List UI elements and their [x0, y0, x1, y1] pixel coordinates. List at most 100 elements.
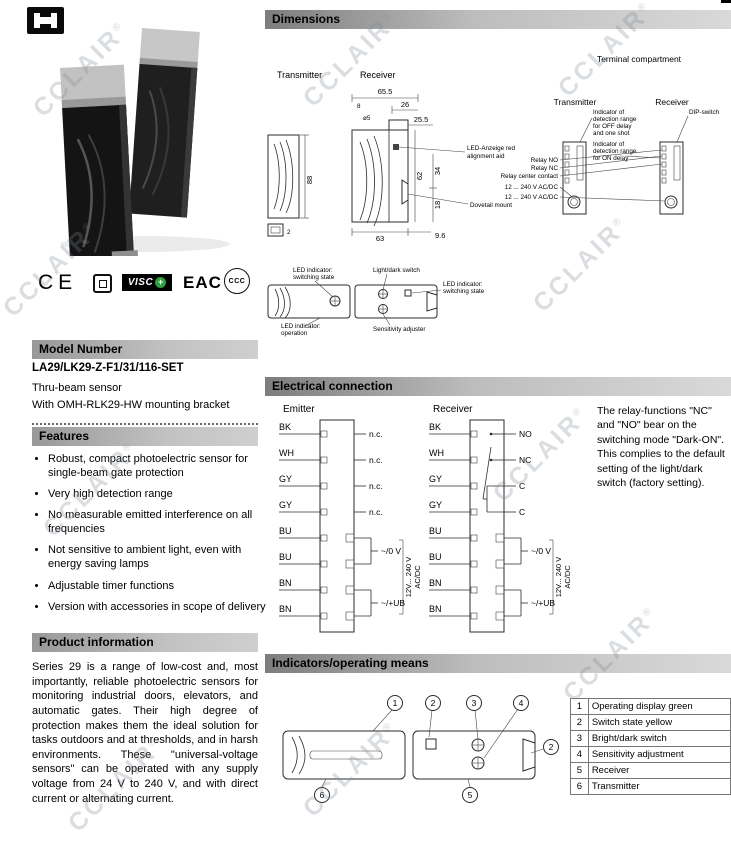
visco-plus-icon: + — [155, 277, 167, 288]
dotted-separator — [32, 423, 258, 425]
feature-item: Very high detection range — [48, 487, 274, 501]
dim-26: 26 — [401, 100, 409, 109]
table-row: 2 Switch state yellow — [570, 714, 731, 731]
emitter-nc-2: n.c. — [369, 455, 383, 465]
relay-no-label: Relay NO — [531, 157, 558, 164]
table-row: 6 Transmitter — [570, 778, 731, 795]
emitter-circuit — [279, 419, 404, 633]
led-switching-b1: LED indicator: — [443, 281, 483, 288]
sensor-front — [59, 64, 139, 256]
row-label: Sensitivity adjustment — [587, 746, 731, 763]
receiver-wire-wh: WH — [429, 448, 444, 458]
off-delay-label-1: Indicator of — [593, 109, 624, 116]
callout-4: 4 — [513, 695, 529, 711]
indicators-diagram: 1 2 3 4 2 6 5 — [282, 695, 559, 803]
emitter-0v: ~/0 V — [381, 546, 401, 556]
indicators-header: Indicators/operating means — [265, 654, 731, 673]
terminal-callout-leaders — [559, 115, 689, 202]
receiver-term-c2: C — [519, 507, 525, 517]
table-row: 3 Bright/dark switch — [570, 730, 731, 747]
page-corner-mark — [721, 0, 731, 3]
dimensions-header: Dimensions — [265, 10, 731, 29]
dovetail-label: Dovetail mount — [470, 202, 512, 209]
callout-leaders — [321, 708, 544, 788]
sensitivity-adjuster-label: Sensitivity adjuster — [373, 326, 426, 333]
sensor-back — [129, 28, 200, 218]
electrical-note: The relay-functions "NC" and "NO" bear o… — [597, 405, 725, 490]
callout-2b-num: 2 — [549, 742, 554, 752]
emitter-title: Emitter — [283, 404, 315, 415]
brand-logo — [27, 7, 64, 34]
ce-mark: CE — [38, 271, 78, 294]
dim-8: 8 — [357, 103, 361, 110]
relay-center-contact-label: Relay center contact — [501, 173, 559, 180]
feature-item: Version with accessories in scope of del… — [48, 600, 274, 614]
emitter-wire-bn2: BN — [279, 604, 292, 614]
features-header: Features — [32, 427, 258, 446]
visco-text: VISC — [127, 277, 154, 288]
callout-2-num: 2 — [431, 698, 436, 708]
receiver-label: Receiver — [360, 70, 396, 80]
watermark-reg: ® — [640, 604, 656, 620]
led-switching-a2: switching state — [293, 274, 335, 281]
visco-badge: VISC + — [122, 274, 172, 291]
receiver-wire-gy2: GY — [429, 500, 442, 510]
row-label: Operating display green — [587, 698, 731, 715]
model-code: LA29/LK29-Z-F1/31/116-SET — [32, 362, 184, 374]
callout-6: 6 — [314, 787, 330, 803]
side-view-leaders — [304, 273, 442, 327]
terminal-receiver-view — [659, 141, 684, 215]
receiver-wire-gy1: GY — [429, 474, 442, 484]
led-operation-2: operation — [281, 330, 308, 337]
on-delay-label-3: for ON delay — [593, 155, 629, 162]
row-label: Switch state yellow — [587, 714, 731, 731]
off-delay-label-4: and one shot — [593, 130, 630, 137]
terminal-receiver-label: Receiver — [655, 97, 689, 107]
model-number-header: Model Number — [32, 340, 258, 359]
dim-34: 34 — [433, 167, 442, 175]
emitter-wire-bn1: BN — [279, 578, 292, 588]
features-list: Robust, compact photoelectric sensor for… — [32, 452, 274, 621]
callout-6-num: 6 — [320, 790, 325, 800]
receiver-term-no: NO — [519, 429, 532, 439]
callout-1: 1 — [387, 695, 403, 711]
dim-9-6: 9.6 — [435, 231, 445, 240]
product-info-header: Product information — [32, 633, 258, 652]
terminal-transmitter-view — [562, 141, 587, 215]
model-line1: Thru-beam sensor — [32, 382, 122, 394]
callout-3-num: 3 — [472, 698, 477, 708]
receiver-circuit — [429, 419, 554, 633]
side-view-receiver — [354, 284, 438, 319]
led-switching-a1: LED indicator: — [293, 267, 333, 274]
receiver-title: Receiver — [433, 404, 473, 415]
feature-item: Not sensitive to ambient light, even wit… — [48, 543, 274, 571]
feature-item: No measurable emitted interference on al… — [48, 508, 274, 536]
terminal-transmitter-label: Transmitter — [554, 97, 597, 107]
receiver-wire-bn2: BN — [429, 604, 442, 614]
receiver-acdc: AC/DC — [563, 565, 572, 589]
row-num: 6 — [570, 778, 589, 795]
receiver-wire-bk: BK — [429, 422, 441, 432]
receiver-voltage: 12V... 240 V — [554, 557, 563, 598]
product-info-text: Series 29 is a range of low-cost and, mo… — [32, 661, 258, 805]
off-delay-label-2: detection range — [593, 116, 637, 123]
receiver-wire-bu1: BU — [429, 526, 442, 536]
off-delay-label-3: for OFF delay — [593, 123, 632, 130]
led-operation-1: LED indicator: — [281, 323, 321, 330]
row-num: 1 — [570, 698, 589, 715]
dim-o5: ø5 — [363, 115, 371, 122]
emitter-nc-4: n.c. — [369, 507, 383, 517]
emitter-voltage: 12V... 240 V — [404, 557, 413, 598]
dimensions-drawing: Transmitter Receiver Terminal compartmen… — [267, 54, 720, 337]
electrical-diagram: Emitter Receiver — [279, 404, 572, 633]
row-label: Receiver — [587, 762, 731, 779]
on-delay-label-1: Indicator of — [593, 141, 624, 148]
model-line2: With OMH-RLK29-HW mounting bracket — [32, 399, 230, 411]
terminal-compartment-label: Terminal compartment — [597, 54, 682, 64]
feature-item: Robust, compact photoelectric sensor for… — [48, 452, 274, 480]
emitter-wire-wh: WH — [279, 448, 294, 458]
emitter-wire-gy1: GY — [279, 474, 292, 484]
callout-5-num: 5 — [468, 790, 473, 800]
emitter-ub: ~/+UB — [381, 598, 405, 608]
